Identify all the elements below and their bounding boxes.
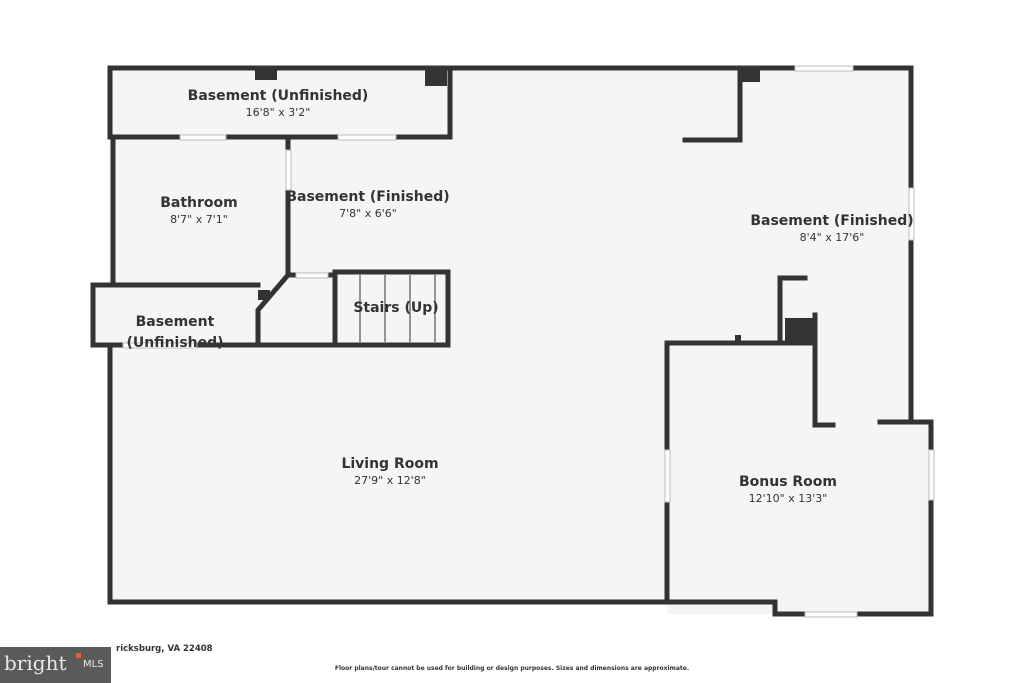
room-name: Stairs (Up) <box>353 300 439 316</box>
room-name: Bonus Room <box>738 474 838 490</box>
room-dimensions: 7'8" x 6'6" <box>339 207 397 220</box>
room-name: Basement (Unfinished) <box>187 88 369 104</box>
columns <box>255 70 815 343</box>
logo-mls: MLS <box>83 659 104 670</box>
room-dimensions: 12'10" x 13'3" <box>748 492 828 505</box>
disclaimer: Floor plans/tour cannot be used for buil… <box>334 665 690 672</box>
property-address: ricksburg, VA 22408 <box>116 644 213 654</box>
room-dimensions: 8'7" x 7'1" <box>170 213 228 226</box>
room-name: Living Room <box>341 456 439 472</box>
logo-accent <box>76 653 81 658</box>
room-name: Basement (Unfinished) <box>126 314 224 351</box>
room-basement-unfinished-top: Basement (Unfinished) 16'8" x 3'2" <box>188 87 369 120</box>
room-bathroom: Bathroom 8'7" x 7'1" <box>160 194 238 227</box>
room-stairs: Stairs (Up) <box>353 299 438 317</box>
windows-doors <box>122 65 935 618</box>
room-dimensions: 27'9" x 12'8" <box>354 474 426 487</box>
room-name: Bathroom <box>160 195 238 211</box>
logo-wordmark: bright <box>4 651 67 675</box>
bright-mls-logo: bright MLS <box>0 647 111 683</box>
room-living-room: Living Room 27'9" x 12'8" <box>341 455 438 488</box>
room-basement-finished-small: Basement (Finished) 7'8" x 6'6" <box>286 188 449 221</box>
room-basement-finished-large: Basement (Finished) 8'4" x 17'6" <box>750 212 913 245</box>
room-dimensions: 8'4" x 17'6" <box>799 231 865 244</box>
room-basement-unfinished-small: Basement (Unfinished) <box>126 293 223 373</box>
stair-treads <box>359 275 436 342</box>
room-dimensions: 16'8" x 3'2" <box>245 106 311 119</box>
room-bonus-room: Bonus Room 12'10" x 13'3" <box>739 473 837 506</box>
room-name: Basement (Finished) <box>286 189 450 205</box>
room-name: Basement (Finished) <box>750 213 914 229</box>
